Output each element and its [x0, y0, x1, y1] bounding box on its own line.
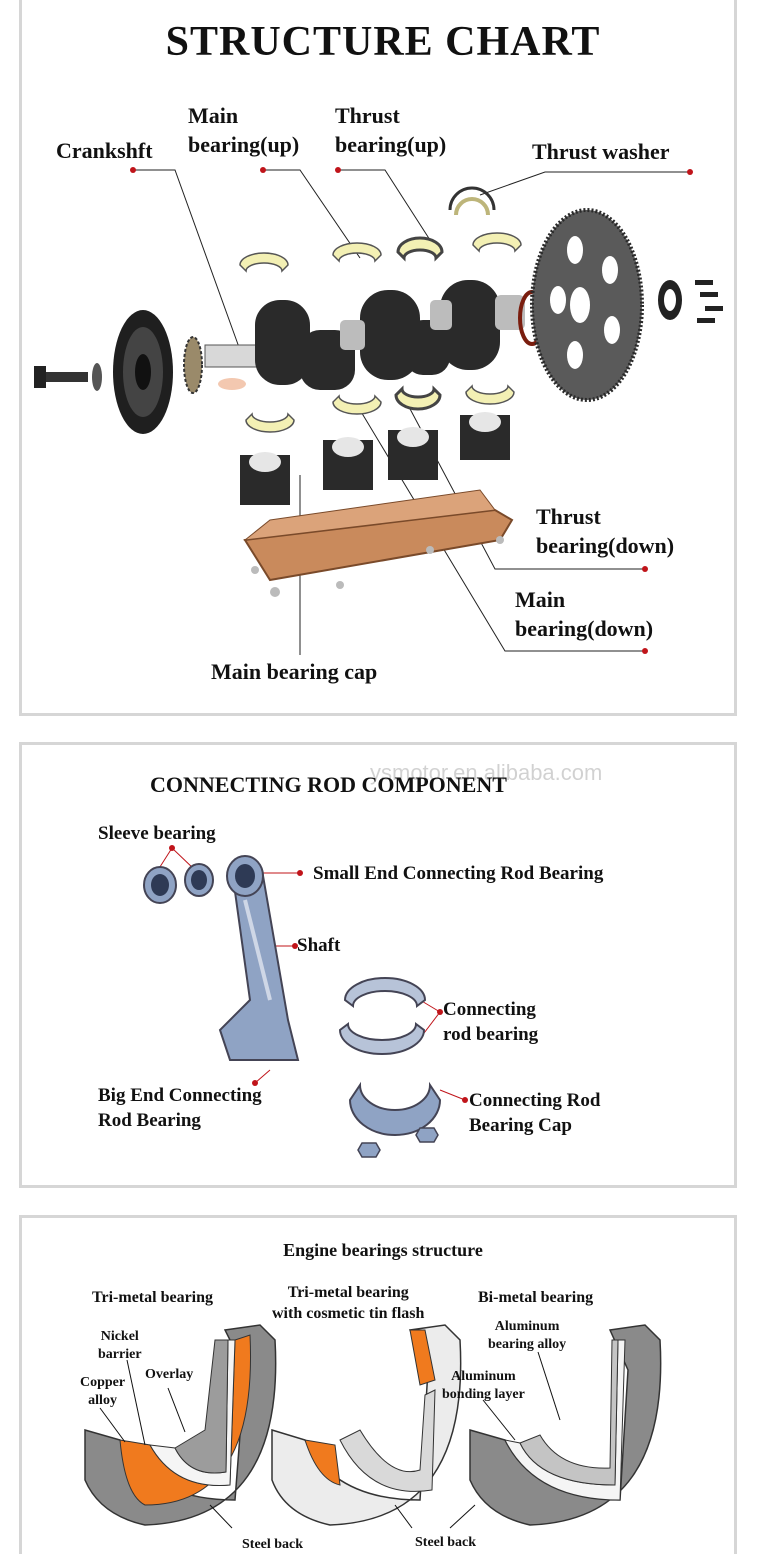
- steel-back-label-2: Steel back: [415, 1534, 476, 1552]
- aluminum-alloy-label: Aluminum bearing alloy: [488, 1318, 566, 1354]
- overlay-label: Overlay: [145, 1366, 193, 1384]
- steel-back-label-1: Steel back: [242, 1536, 303, 1554]
- nickel-barrier-label: Nickel barrier: [98, 1328, 142, 1364]
- tin-flash-heading: Tri-metal bearing with cosmetic tin flas…: [272, 1283, 424, 1325]
- trimetal-heading: Tri-metal bearing: [92, 1288, 213, 1309]
- copper-alloy-label: Copper alloy: [80, 1374, 125, 1410]
- aluminum-bonding-label: Aluminum bonding layer: [442, 1368, 525, 1404]
- bimetal-heading: Bi-metal bearing: [478, 1288, 593, 1309]
